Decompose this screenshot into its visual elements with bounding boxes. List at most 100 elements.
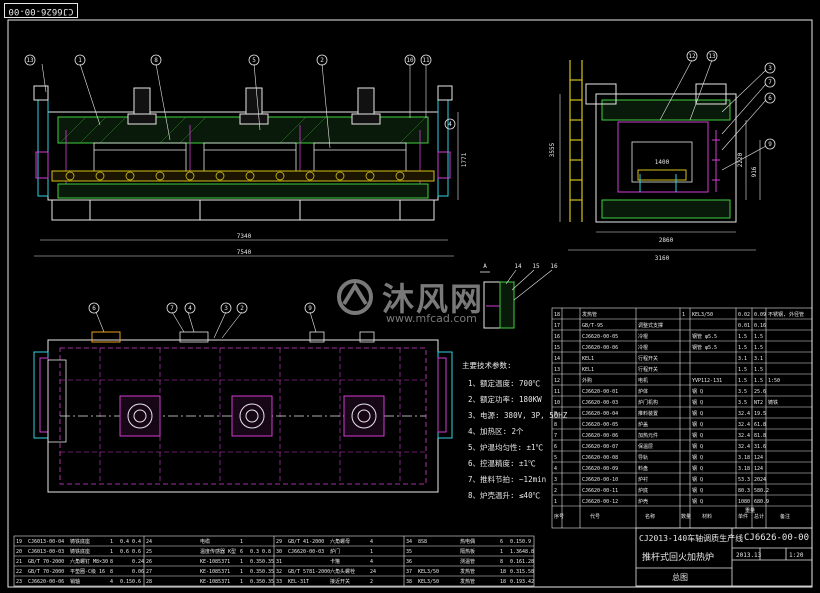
side-balloons [686,50,776,150]
parts-cell: 钢管 φ5.5 [692,344,717,351]
parts-cell: 53.3 [738,477,750,483]
bottom-parts-cell: 20 [16,549,22,555]
bottom-parts-cell: 0.06 [132,569,144,575]
bottom-parts-cell: 22 [16,569,22,575]
bottom-parts-cell: 6 [500,539,503,545]
plan-balloon-label: 2 [240,305,244,312]
parts-cell: 电机 [638,377,648,384]
parts-cell: 钢 Q [692,388,703,395]
bottom-parts-cell: 0.15 [120,579,132,585]
bottom-parts-cell: 4 [370,559,373,565]
parts-cell: 2 [554,488,557,494]
parts-header-total: 总计 [754,513,764,520]
parts-cell: 炉衬 [638,476,648,483]
bottom-parts-cell: 1 [110,539,113,545]
parts-cell: 11 [554,389,560,395]
bottom-parts-cell: 0.31 [510,569,522,575]
bottom-parts-cell: 六角螺钉 M8×30 [70,558,108,565]
bottom-parts-cell: 38 [406,579,412,585]
parts-cell: 3.18 [738,466,750,472]
bottom-parts-cell: 0.35 [250,579,262,585]
dimension-label: 3160 [655,255,670,262]
parts-cell: 保温层 [638,443,653,450]
bottom-parts-cell: 35 [406,549,412,555]
spec-line: 3、电源: 380V, 3P, 50HZ [468,410,568,420]
bottom-parts-cell: 24 [146,539,152,545]
parts-cell: 铸铁 [768,399,778,406]
bottom-parts-cell: 0.24 [132,559,144,565]
bottom-parts-cell: 0.6 [132,579,141,585]
parts-cell: 3.18 [738,455,750,461]
bottom-parts-cell: 0.6 [120,549,129,555]
bottom-parts-cell: KE-1085371 [200,559,230,565]
parts-cell: GB/T-95 [582,323,603,329]
bottom-parts-cell: 六角头螺栓 [330,568,355,575]
parts-cell: KEL3/50 [692,312,713,318]
parts-cell: 5 [554,455,557,461]
parts-header-remark: 备注 [780,513,790,520]
parts-cell: 1.5 [738,345,747,351]
parts-cell: CJ6620-00-04 [582,411,618,417]
parts-cell: 81.8 [754,433,766,439]
bottom-parts-cell: 六角螺母 [330,538,350,545]
spec-line: 1、额定温度: 700℃ [468,378,541,388]
bottom-parts-cell: 1 [240,539,243,545]
front-balloon-label: 1 [78,57,82,64]
bottom-parts-cell: 卡箍 [330,558,340,565]
parts-cell: 炉体 [638,388,648,395]
parts-cell: 钢 Q [692,399,703,406]
plan-balloons [88,302,316,314]
parts-cell: 1.5 [754,345,763,351]
parts-cell: 导轨 [638,454,648,461]
bottom-parts-cell: 1.36 [510,549,522,555]
parts-cell: 14 [554,356,560,362]
parts-cell: 钢 Q [692,487,703,494]
bottom-parts-cell: 18 [500,579,506,585]
bottom-parts-cell: 1.28 [522,559,534,565]
parts-list-bottom [13,535,535,587]
detail-a-view [480,269,553,329]
bottom-parts-cell: 电缆 [200,538,210,545]
title-drawing-no: CJ6626-00-00 [744,533,809,543]
parts-cell: 钢 Q [692,454,703,461]
bottom-parts-cell: 0.9 [522,539,531,545]
parts-cell: 0.09 [754,312,766,318]
parts-cell: 炉门机构 [638,399,658,406]
title-sheet: 总图 [672,572,688,582]
parts-cell: 3.1 [738,356,747,362]
bottom-parts-cell: 0.19 [510,579,522,585]
bottom-parts-cell: 36 [406,559,412,565]
bottom-parts-cell: 27 [146,569,152,575]
parts-header-code: 代号 [590,513,600,520]
bottom-parts-cell: 2 [370,579,373,585]
bottom-parts-cell: 48.8 [522,549,534,555]
parts-cell: KEL1 [582,356,594,362]
parts-cell: 钢 Q [692,498,703,505]
parts-cell: 32.4 [738,411,750,417]
title-scale: 1:20 [789,552,804,559]
parts-cell: 15 [554,345,560,351]
bottom-parts-cell: KEL3/50 [418,569,439,575]
parts-cell: 钢管 φ5.5 [692,333,717,340]
parts-cell: 124 [754,455,763,461]
parts-cell: 32.4 [738,433,750,439]
parts-cell: 不锈钢, 外径管 [768,311,804,318]
bottom-parts-cell: 0.35 [262,559,274,565]
bottom-parts-cell: 温度传感器 K型 [200,548,236,555]
parts-header-unit: 单件 [738,513,748,520]
parts-cell: 外购 [582,377,592,384]
bottom-parts-cell: 0.3 [250,549,259,555]
dimension-label: 7540 [237,249,252,256]
bottom-parts-cell: 0.35 [262,579,274,585]
parts-cell: 32.4 [738,444,750,450]
bottom-parts-cell: 1 [240,579,243,585]
bottom-parts-cell: CJ6620-00-06 [28,579,64,585]
parts-cell: CJ6620-00-10 [582,477,618,483]
dimension-label: 3555 [549,142,556,157]
front-balloon-label: 11 [422,57,430,64]
plan-balloon-label: 3 [224,305,228,312]
parts-cell: 炉盖 [638,421,648,428]
parts-cell: 80.3 [738,488,750,494]
parts-cell: 1.5 [754,378,763,384]
parts-cell: 4 [554,466,557,472]
